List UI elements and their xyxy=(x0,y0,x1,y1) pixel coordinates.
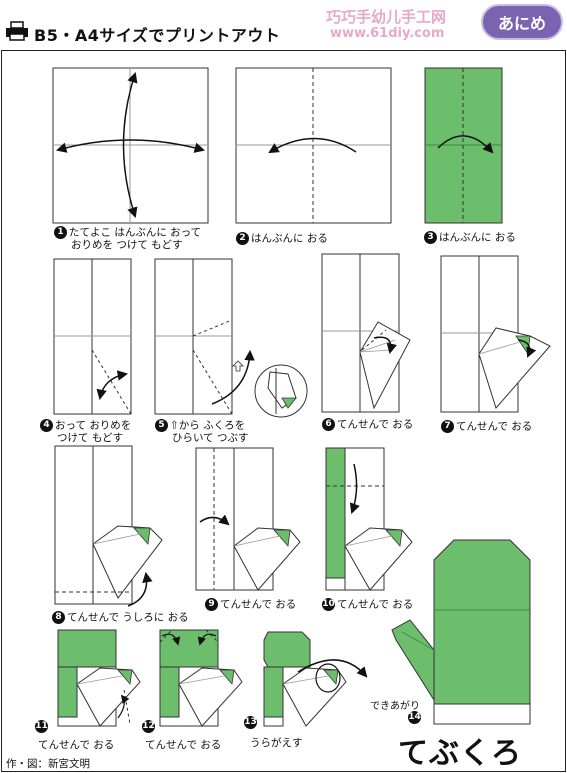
step-2-drawing xyxy=(235,67,392,224)
result-title: てぶくろ xyxy=(398,736,522,771)
step-5-drawing xyxy=(154,258,308,418)
step-12-drawing xyxy=(159,629,243,727)
page-title: B5・A4サイズでプリントアウト xyxy=(34,26,281,45)
step-9-drawing xyxy=(195,447,301,591)
step-14-number: 14 xyxy=(408,711,421,724)
diagram-frame xyxy=(1,50,566,772)
step-14-caption: できあがり xyxy=(370,701,420,712)
step-12-number: 12 xyxy=(142,720,155,733)
step-6-drawing xyxy=(321,253,411,413)
step-3-drawing xyxy=(424,67,503,224)
step-11-number: 11 xyxy=(35,720,48,733)
step-11-caption: てんせんで おる xyxy=(38,739,115,751)
step-5-caption: 5⇧から ふくろを ひらいて つぶす xyxy=(155,419,249,444)
step-12-caption: てんせんで おる xyxy=(145,739,222,751)
site-name: 巧巧手幼儿手工网 xyxy=(326,8,447,26)
printer-icon xyxy=(6,21,28,41)
step-7-drawing xyxy=(440,255,551,413)
step-1-drawing xyxy=(52,67,209,224)
step-11-drawing xyxy=(57,629,141,727)
step-13-caption: うらがえす xyxy=(250,737,303,749)
site-url[interactable]: www.61diy.com xyxy=(330,26,445,41)
step-14-drawing xyxy=(391,539,531,725)
category-badge[interactable]: あにめ xyxy=(481,4,563,40)
step-8-drawing xyxy=(54,445,163,607)
step-4-drawing xyxy=(53,258,132,415)
step-13-drawing xyxy=(263,631,368,727)
step-10-drawing xyxy=(325,447,413,591)
credit: 作・図：新宮文明 xyxy=(6,758,90,770)
step-13-number: 13 xyxy=(244,716,257,729)
